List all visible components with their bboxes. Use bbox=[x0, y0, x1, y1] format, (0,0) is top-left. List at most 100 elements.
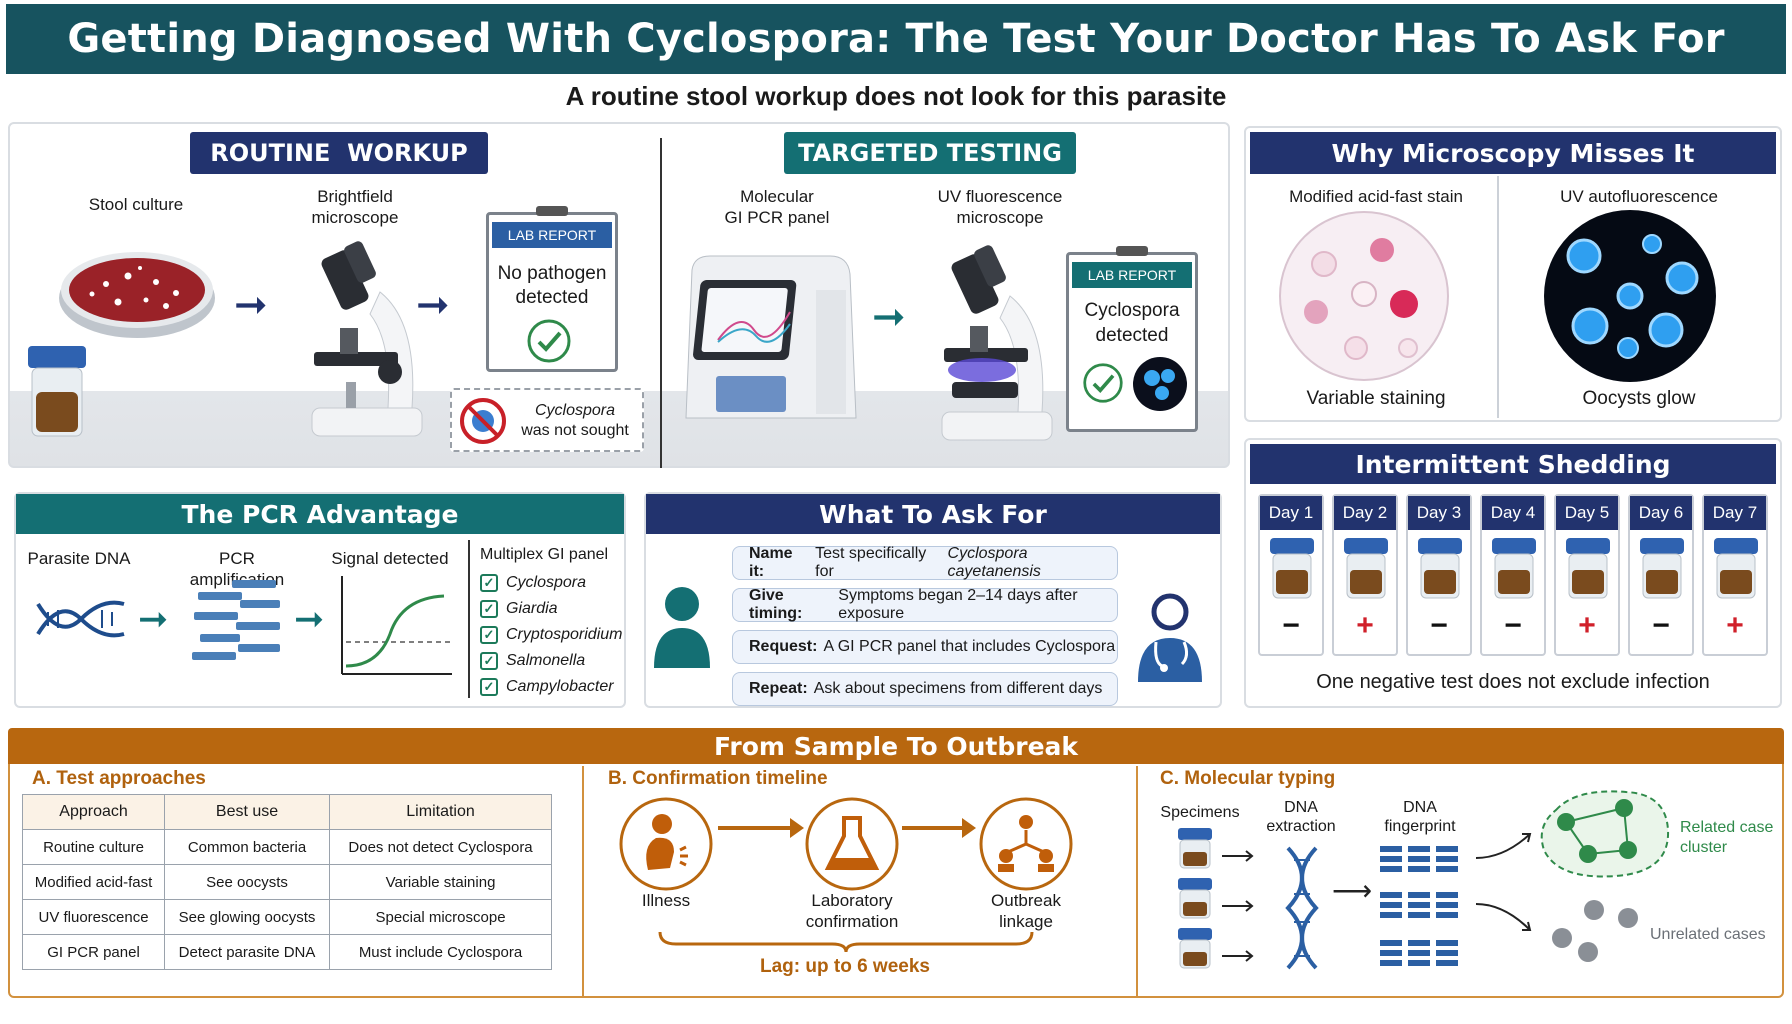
ask-row-name: Name it:Test specifically for Cyclospora… bbox=[732, 545, 1118, 580]
result-sign: + bbox=[1726, 609, 1744, 642]
multiplex-item: ✓Campylobacter bbox=[480, 674, 622, 700]
table-header: Approach bbox=[21, 794, 166, 830]
pcr-machine-icon bbox=[685, 255, 857, 419]
uv-microscope-icon bbox=[941, 245, 1053, 441]
checkbox-icon: ✓ bbox=[480, 600, 498, 618]
pcr-title: The PCR Advantage bbox=[16, 494, 624, 534]
arrow-1: ➞ bbox=[234, 283, 268, 327]
illness-icon bbox=[619, 797, 713, 891]
specimen-jar-icon bbox=[1344, 538, 1388, 599]
specimen-jar-icon bbox=[1270, 538, 1314, 599]
shedding-title: Intermittent Shedding bbox=[1250, 444, 1776, 484]
outbreak-divider-2 bbox=[1136, 766, 1138, 996]
outbreak-divider-1 bbox=[582, 766, 584, 996]
outbreak-network-icon bbox=[979, 797, 1073, 891]
ask-row-timing: Give timing:Symptoms began 2–14 days aft… bbox=[732, 587, 1118, 622]
step-lab-confirmation: Laboratory confirmation bbox=[805, 891, 899, 931]
dna-helix-icon bbox=[36, 600, 125, 638]
checkbox-icon: ✓ bbox=[480, 574, 498, 592]
glowing-oocyst-icon bbox=[1133, 357, 1187, 411]
arrow-6: ⟶ bbox=[1332, 875, 1373, 906]
day-card: Day 2+ bbox=[1332, 494, 1398, 656]
signal-curve-icon bbox=[341, 576, 452, 675]
not-sought-line2: was not sought bbox=[521, 422, 629, 439]
signal-label: Signal detected bbox=[331, 549, 449, 568]
page-title: Getting Diagnosed With Cyclospora: The T… bbox=[6, 4, 1786, 74]
clip-icon bbox=[536, 206, 568, 216]
flask-icon bbox=[805, 797, 899, 891]
arrow-3: ➞ bbox=[872, 295, 906, 339]
result-sign: + bbox=[1356, 609, 1374, 642]
result-sign: − bbox=[1504, 609, 1522, 642]
result-sign: + bbox=[1578, 609, 1596, 642]
microscope-icon bbox=[311, 241, 423, 437]
microscopy-title: Why Microscopy Misses It bbox=[1250, 132, 1776, 174]
report-header: LAB REPORT bbox=[492, 222, 612, 248]
report-result: No pathogen detected bbox=[497, 263, 607, 308]
targeted-testing-title: TARGETED TESTING bbox=[784, 132, 1076, 174]
checkbox-icon: ✓ bbox=[480, 626, 498, 644]
days-row: Day 1−Day 2+Day 3−Day 4−Day 5+Day 6−Day … bbox=[1258, 494, 1768, 656]
day-card: Day 4 − bbox=[1480, 494, 1546, 656]
acid-fast-stain-icon bbox=[1279, 211, 1449, 381]
patient-icon bbox=[654, 587, 710, 668]
section-a-title: A. Test approaches bbox=[32, 768, 206, 789]
brightfield-label: Brightfield microscope bbox=[311, 187, 399, 227]
section-c-title: C. Molecular typing bbox=[1160, 768, 1336, 789]
branch-arrows bbox=[1475, 833, 1532, 931]
day-card: Day 3 − bbox=[1406, 494, 1472, 656]
not-sought-line1: Cyclospora bbox=[534, 402, 616, 419]
specimen-jar-icon bbox=[1418, 538, 1462, 599]
lag-brace bbox=[658, 931, 1034, 953]
lag-label: Lag: up to 6 weeks bbox=[760, 956, 930, 977]
pcr-amplification-icon bbox=[192, 580, 280, 660]
step-outbreak-linkage: Outbreak linkage bbox=[991, 891, 1061, 931]
acid-fast-label: Modified acid-fast stain bbox=[1289, 187, 1463, 206]
report-result-2: Cyclospora detected bbox=[1084, 300, 1180, 346]
timeline-arrow-2 bbox=[902, 826, 964, 830]
dna-fingerprint-icon bbox=[1380, 846, 1458, 966]
oocysts-glow-caption: Oocysts glow bbox=[1582, 388, 1696, 409]
doctor-icon bbox=[1138, 593, 1202, 682]
uv-auto-label: UV autofluorescence bbox=[1560, 187, 1718, 206]
timeline-arrowhead-2 bbox=[962, 818, 976, 838]
check-icon bbox=[527, 319, 571, 363]
specimen-jar-icon bbox=[1640, 538, 1684, 599]
arrow-4: ➞ bbox=[138, 598, 169, 639]
multiplex-item: ✓Salmonella bbox=[480, 648, 622, 674]
specimen-jar-icon bbox=[1714, 538, 1758, 599]
arrow-2: ➞ bbox=[416, 283, 450, 327]
molecular-label: Molecular GI PCR panel bbox=[724, 187, 830, 227]
step-illness: Illness bbox=[641, 891, 691, 910]
uv-microscope-label: UV fluorescence microscope bbox=[937, 187, 1063, 227]
timeline-arrow-1 bbox=[718, 826, 796, 830]
routine-workup-title: ROUTINE WORKUP bbox=[190, 132, 488, 174]
day-label: Day 1 bbox=[1260, 496, 1322, 530]
day-card: Day 7+ bbox=[1702, 494, 1768, 656]
extraction-label: DNA extraction bbox=[1266, 799, 1336, 835]
petri-dish-icon bbox=[59, 252, 215, 338]
day-card: Day 6 − bbox=[1628, 494, 1694, 656]
day-label: Day 3 bbox=[1408, 496, 1470, 530]
day-label: Day 4 bbox=[1482, 496, 1544, 530]
check-icon-2 bbox=[1083, 363, 1123, 403]
result-sign: − bbox=[1430, 609, 1448, 642]
unrelated-cases-icon bbox=[1552, 900, 1638, 962]
clip-icon-2 bbox=[1116, 246, 1148, 256]
dna-extraction-icon bbox=[1285, 846, 1319, 970]
specimens-label: Specimens bbox=[1160, 804, 1240, 821]
panel-divider-2 bbox=[468, 540, 470, 698]
ask-title: What To Ask For bbox=[646, 494, 1220, 534]
timeline-arrowhead-1 bbox=[790, 818, 804, 838]
outbreak-title: From Sample To Outbreak bbox=[8, 728, 1784, 764]
day-label: Day 6 bbox=[1630, 496, 1692, 530]
result-sign: − bbox=[1652, 609, 1670, 642]
parasite-dna-label: Parasite DNA bbox=[27, 549, 131, 568]
section-b-title: B. Confirmation timeline bbox=[608, 768, 828, 789]
multiplex-item: ✓Cyclospora bbox=[480, 570, 622, 596]
table-header: Limitation bbox=[329, 794, 552, 830]
unrelated-cases-label: Unrelated cases bbox=[1650, 926, 1766, 943]
